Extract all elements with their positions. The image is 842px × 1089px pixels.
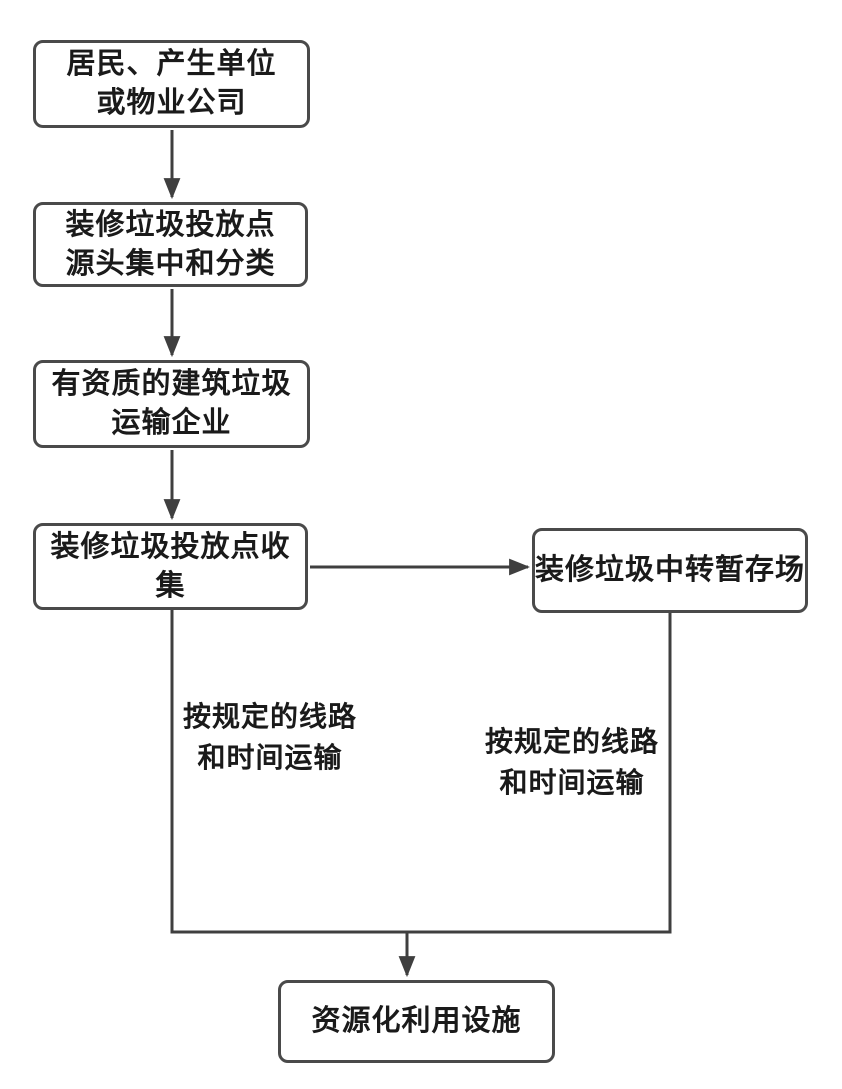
edge-label-transport-right-line1: 按规定的线路 xyxy=(484,727,659,758)
edge-label-transport-right-line2: 和时间运输 xyxy=(499,768,645,799)
node-transfer-storage: 装修垃圾中转暂存场 xyxy=(532,528,808,613)
node-qualified-transport-line1: 有资质的建筑垃圾 xyxy=(51,368,292,400)
node-drop-point-collection-line1: 装修垃圾投放点收集 xyxy=(50,530,291,602)
node-qualified-transport: 有资质的建筑垃圾 运输企业 xyxy=(33,360,310,448)
edge-label-transport-left-line2: 和时间运输 xyxy=(197,743,343,774)
node-residents: 居民、产生单位 或物业公司 xyxy=(33,40,310,128)
node-residents-line2: 或物业公司 xyxy=(96,87,247,119)
node-drop-point-source-line2: 源头集中和分类 xyxy=(65,247,276,280)
node-drop-point-source: 装修垃圾投放点 源头集中和分类 xyxy=(33,202,308,287)
node-drop-point-collection: 装修垃圾投放点收集 xyxy=(33,523,308,610)
edge-label-transport-right: 按规定的线路 和时间运输 xyxy=(477,722,667,804)
edge-label-transport-left-line1: 按规定的线路 xyxy=(182,702,357,733)
node-residents-line1: 居民、产生单位 xyxy=(66,48,277,80)
node-transfer-storage-line1: 装修垃圾中转暂存场 xyxy=(535,554,806,586)
node-resource-facility-line1: 资源化利用设施 xyxy=(311,1005,522,1037)
node-resource-facility: 资源化利用设施 xyxy=(278,980,555,1063)
node-qualified-transport-line2: 运输企业 xyxy=(111,407,232,439)
edge-label-transport-left: 按规定的线路 和时间运输 xyxy=(175,697,365,779)
node-drop-point-source-line1: 装修垃圾投放点 xyxy=(65,208,276,241)
